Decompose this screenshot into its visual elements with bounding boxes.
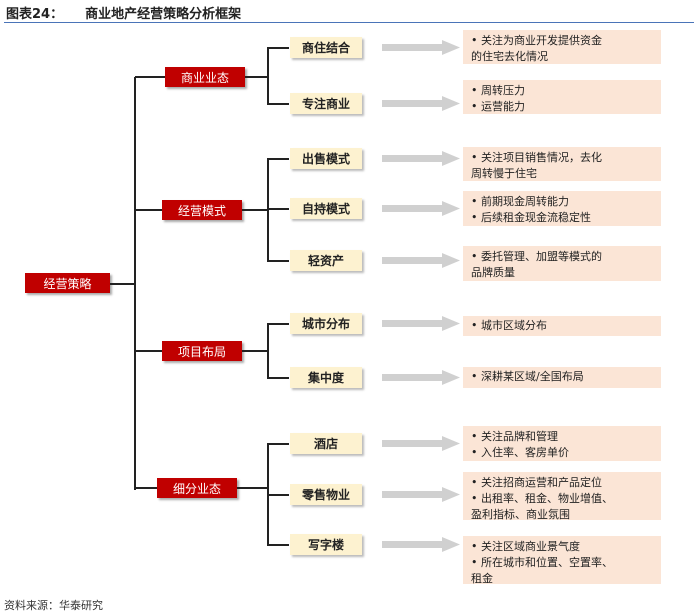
title-divider [4,22,694,23]
note-box: • 周转压力 • 运营能力 [463,80,661,114]
source-note: 资料来源：华泰研究 [4,599,103,612]
connector [267,260,289,262]
arrow-icon [382,253,462,268]
strategy-item: 轻资产 [290,250,362,271]
connector [267,158,289,160]
note-box: • 委托管理、加盟等模式的品牌质量 [463,246,661,281]
note-box: • 关注区域商业景气度 • 所在城市和位置、空置率、租金 [463,536,661,585]
arrow-icon [382,96,462,111]
strategy-item: 商住结合 [290,37,362,58]
root-node: 经营策略 [25,273,110,293]
note-box: • 城市区域分布 [463,316,661,336]
note-line: 盈利指标、商业氛围 [471,508,570,521]
group-node: 细分业态 [157,478,237,498]
strategy-item: 城市分布 [290,313,362,334]
figure-label: 图表24： [6,7,64,22]
note-line: • 委托管理、加盟等模式的 [471,250,602,263]
connector [237,487,268,489]
note-line: • 前期现金周转能力 [471,195,569,208]
connector [267,377,289,379]
note-line: 的住宅去化情况 [471,50,548,63]
arrow-icon [382,40,462,55]
note-box: • 关注为商业开发提供资金的住宅去化情况 [463,30,661,64]
arrow-icon [382,487,462,502]
connector [135,76,165,78]
arrow-icon [382,201,462,216]
strategy-item: 专注商业 [290,93,362,114]
note-line: • 出租率、租金、物业增值、 [471,492,613,505]
connector [134,77,136,490]
note-line: 品牌质量 [471,266,515,279]
connector [135,209,162,211]
note-box: • 关注品牌和管理 • 入住率、客房单价 [463,426,661,461]
note-line: • 周转压力 [471,84,525,97]
connector [267,443,289,445]
connector [242,350,268,352]
connector [267,494,289,496]
strategy-item: 出售模式 [290,148,362,169]
connector [267,544,289,546]
note-line: • 所在城市和位置、空置率、 [471,556,613,569]
group-node: 商业业态 [165,67,245,87]
note-line: • 关注区域商业景气度 [471,540,580,553]
arrow-icon [382,537,462,552]
note-line: 租金 [471,572,493,585]
note-line: • 运营能力 [471,100,525,113]
connector [110,283,135,285]
connector [267,323,269,378]
note-line: • 关注品牌和管理 [471,430,558,443]
strategy-item: 自持模式 [290,198,362,219]
connector [267,323,289,325]
arrow-icon [382,151,462,166]
connector [267,47,289,49]
note-box: • 关注项目销售情况，去化周转慢于住宅 [463,147,661,181]
connector [267,208,289,210]
note-line: • 入住率、客房单价 [471,446,569,459]
connector [135,350,162,352]
figure-title: 图表24： 商业地产经营策略分析框架 [6,3,241,22]
connector [267,47,269,104]
connector [242,209,268,211]
note-line: • 关注为商业开发提供资金 [471,34,602,47]
connector [267,103,289,105]
group-node: 经营模式 [162,200,242,220]
note-line: • 深耕某区域/全国布局 [471,370,584,383]
strategy-item: 写字楼 [290,534,362,555]
arrow-icon [382,316,462,331]
note-line: 周转慢于住宅 [471,167,537,180]
note-line: • 关注招商运营和产品定位 [471,476,602,489]
strategy-item: 酒店 [290,433,362,454]
strategy-item: 集中度 [290,367,362,388]
note-line: • 后续租金现金流稳定性 [471,211,591,224]
note-line: • 关注项目销售情况，去化 [471,151,602,164]
connector [135,487,157,489]
note-line: • 城市区域分布 [471,319,547,332]
group-node: 项目布局 [162,341,242,361]
connector [245,76,268,78]
figure-title-text: 商业地产经营策略分析框架 [85,7,242,22]
arrow-icon [382,370,462,385]
note-box: • 深耕某区域/全国布局 [463,367,661,388]
note-box: • 关注招商运营和产品定位 • 出租率、租金、物业增值、盈利指标、商业氛围 [463,472,661,521]
arrow-icon [382,436,462,451]
strategy-item: 零售物业 [290,484,362,505]
note-box: • 前期现金周转能力 • 后续租金现金流稳定性 [463,191,661,226]
